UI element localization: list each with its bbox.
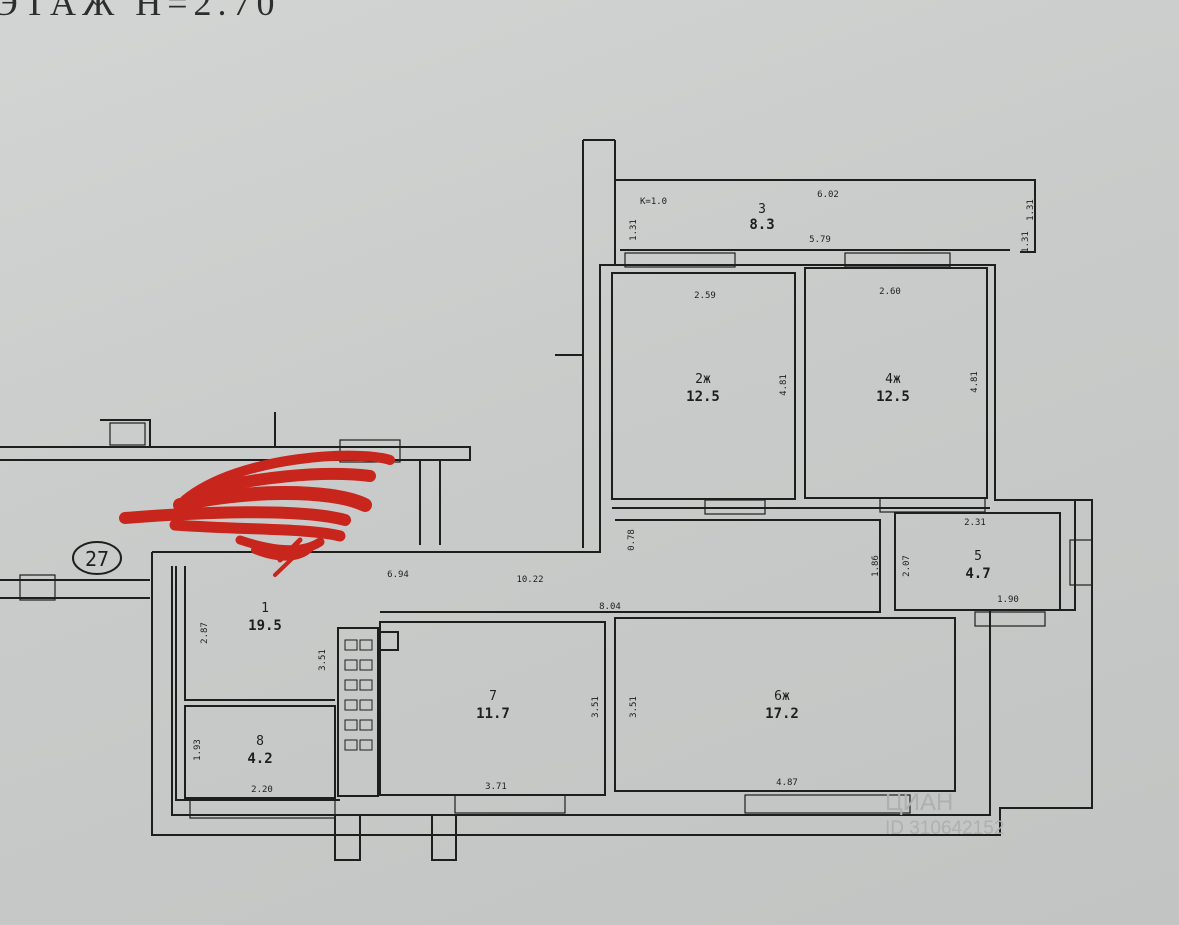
dimension-label: 0.78 [627, 529, 637, 551]
dimension-label: 4.81 [970, 371, 980, 393]
dimension-label: 5.79 [809, 235, 831, 245]
watermark-id: ID 310642152 [885, 818, 1005, 839]
dimension-label: 8.04 [599, 602, 621, 612]
dimension-label: 1.31 [1021, 231, 1031, 253]
dimension-label: 2.31 [964, 518, 986, 528]
redaction-scribble [119, 450, 395, 577]
dimension-label: 1.90 [997, 595, 1019, 605]
kitchen-units [344, 639, 373, 751]
room-5-number: 5 [974, 549, 982, 564]
floor-header: ЭТАЖ Н=2.70 [0, 0, 281, 23]
room-4-area: 12.5 [876, 389, 910, 405]
room-1-number: 1 [261, 601, 269, 616]
room-7-number: 7 [489, 689, 497, 704]
dimension-label: 3.51 [318, 649, 328, 671]
room-6-area: 17.2 [765, 706, 799, 722]
dimension-label: 2.59 [694, 291, 716, 301]
room-3-area: 8.3 [749, 217, 774, 233]
dimension-labels: 6.02 5.79 2.59 2.60 4.81 4.81 6.94 10.22… [193, 190, 1036, 795]
dimension-label: 1.31 [1026, 199, 1036, 221]
dimension-label: 3.51 [591, 696, 601, 718]
dimension-label: 2.60 [879, 287, 901, 297]
dimension-label: 1.93 [193, 739, 203, 761]
dimension-label: 1.31 [629, 219, 639, 241]
watermark: ЦИАН ID 310642152 [885, 790, 1004, 842]
dimension-label: 1.86 [871, 555, 881, 577]
room-1-area: 19.5 [248, 618, 282, 634]
dimension-label: 6.02 [817, 190, 839, 200]
dimension-label: 6.94 [387, 570, 409, 580]
dimension-label: 2.07 [902, 555, 912, 577]
room-3-number: 3 [758, 202, 766, 217]
room-8-number: 8 [256, 734, 264, 749]
dimension-label: 3.51 [629, 696, 639, 718]
room-7-area: 11.7 [476, 706, 510, 722]
dimension-label: 2.87 [200, 622, 210, 644]
dimension-label: 3.71 [485, 782, 507, 792]
walls [0, 139, 1093, 861]
room-4-number: 4ж [885, 372, 901, 387]
room-labels: 1 19.5 2ж 12.5 3 8.3 4ж 12.5 5 4.7 6ж 17… [247, 202, 990, 767]
dimension-label: 2.20 [251, 785, 273, 795]
windows [19, 252, 1093, 819]
balcony-note: К=1.0 [640, 197, 667, 207]
room-2-area: 12.5 [686, 389, 720, 405]
apartment-number: 27 [85, 547, 109, 571]
dimension-label: 10.22 [516, 575, 543, 585]
room-8-area: 4.2 [247, 751, 272, 767]
room-5-area: 4.7 [965, 566, 990, 582]
apartment-badge [72, 541, 122, 575]
room-6-number: 6ж [774, 689, 790, 704]
dimension-label: 4.87 [776, 778, 798, 788]
dimension-label: 4.81 [779, 374, 789, 396]
room-2-number: 2ж [695, 372, 711, 387]
watermark-brand: ЦИАН [885, 789, 954, 816]
